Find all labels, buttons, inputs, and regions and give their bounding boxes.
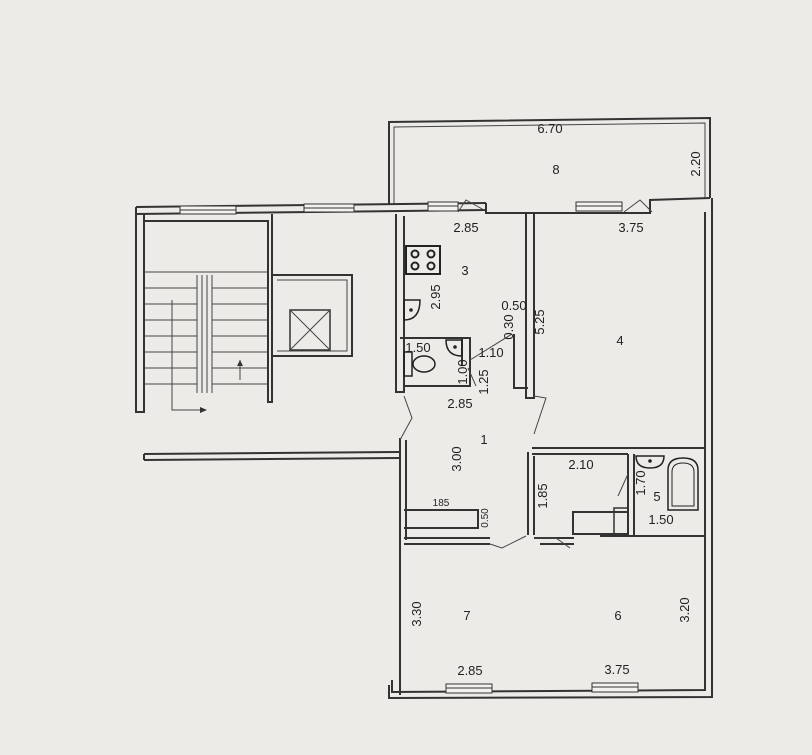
staircase — [144, 214, 273, 413]
room-label-5: 5 — [653, 489, 660, 504]
dim-room4-width: 3.75 — [618, 220, 643, 235]
dim-balcony-width: 6.70 — [537, 121, 562, 136]
dim-room7-length: 3.30 — [409, 601, 424, 626]
doors — [399, 333, 629, 549]
dim-corridor-length: 1.85 — [535, 483, 550, 508]
room-label-8: 8 — [552, 162, 559, 177]
windows — [179, 201, 639, 694]
dim-wc-a: 1.00 — [455, 359, 470, 384]
dim-hall-length: 3.00 — [449, 446, 464, 471]
room-label-3: 3 — [461, 263, 468, 278]
room-label-7: 7 — [463, 608, 470, 623]
lift-shaft — [272, 274, 353, 357]
room-label-4: 4 — [616, 333, 623, 348]
dim-balcony-depth: 2.20 — [688, 151, 703, 176]
balcony-doors — [457, 199, 653, 213]
bathtub-icon — [667, 457, 699, 511]
balcony-walls — [388, 116, 711, 205]
dimension-labels: 6.70 2.20 2.85 3.75 2.95 0.50 0.30 5.25 … — [405, 121, 703, 678]
dim-corridor-width: 2.10 — [568, 457, 593, 472]
dim-bath-width: 1.50 — [648, 512, 673, 527]
dim-wc-b: 1.25 — [476, 369, 491, 394]
dim-kitchen-width: 2.85 — [453, 220, 478, 235]
dim-bath-depth: 1.70 — [633, 470, 648, 495]
toilet-icon — [403, 351, 436, 377]
wc-sink-icon — [445, 339, 463, 357]
dim-wc-width: 1.50 — [405, 340, 430, 355]
dim-room6-length: 3.20 — [677, 597, 692, 622]
room-labels: 8 3 4 1 5 7 6 — [461, 162, 660, 623]
kitchen-sink-icon — [403, 299, 421, 321]
bathroom-sink-icon — [635, 455, 665, 469]
dim-kitchen-length: 2.95 — [428, 284, 443, 309]
dim-room7-width: 2.85 — [457, 663, 482, 678]
dim-room4-length: 5.25 — [532, 309, 547, 334]
dim-wc-depth: 1.10 — [478, 345, 503, 360]
dim-hall-width: 2.85 — [447, 396, 472, 411]
room-label-6: 6 — [614, 608, 621, 623]
interior-walls — [395, 213, 705, 695]
stove-icon — [405, 245, 441, 275]
dim-room6-width: 3.75 — [604, 662, 629, 677]
room-label-1: 1 — [480, 432, 487, 447]
dim-closet-depth: 0.50 — [480, 508, 491, 528]
dim-niche-a: 0.50 — [501, 298, 526, 313]
dim-niche-b: 0.30 — [501, 314, 516, 339]
dim-closet-width: 185 — [433, 498, 450, 509]
